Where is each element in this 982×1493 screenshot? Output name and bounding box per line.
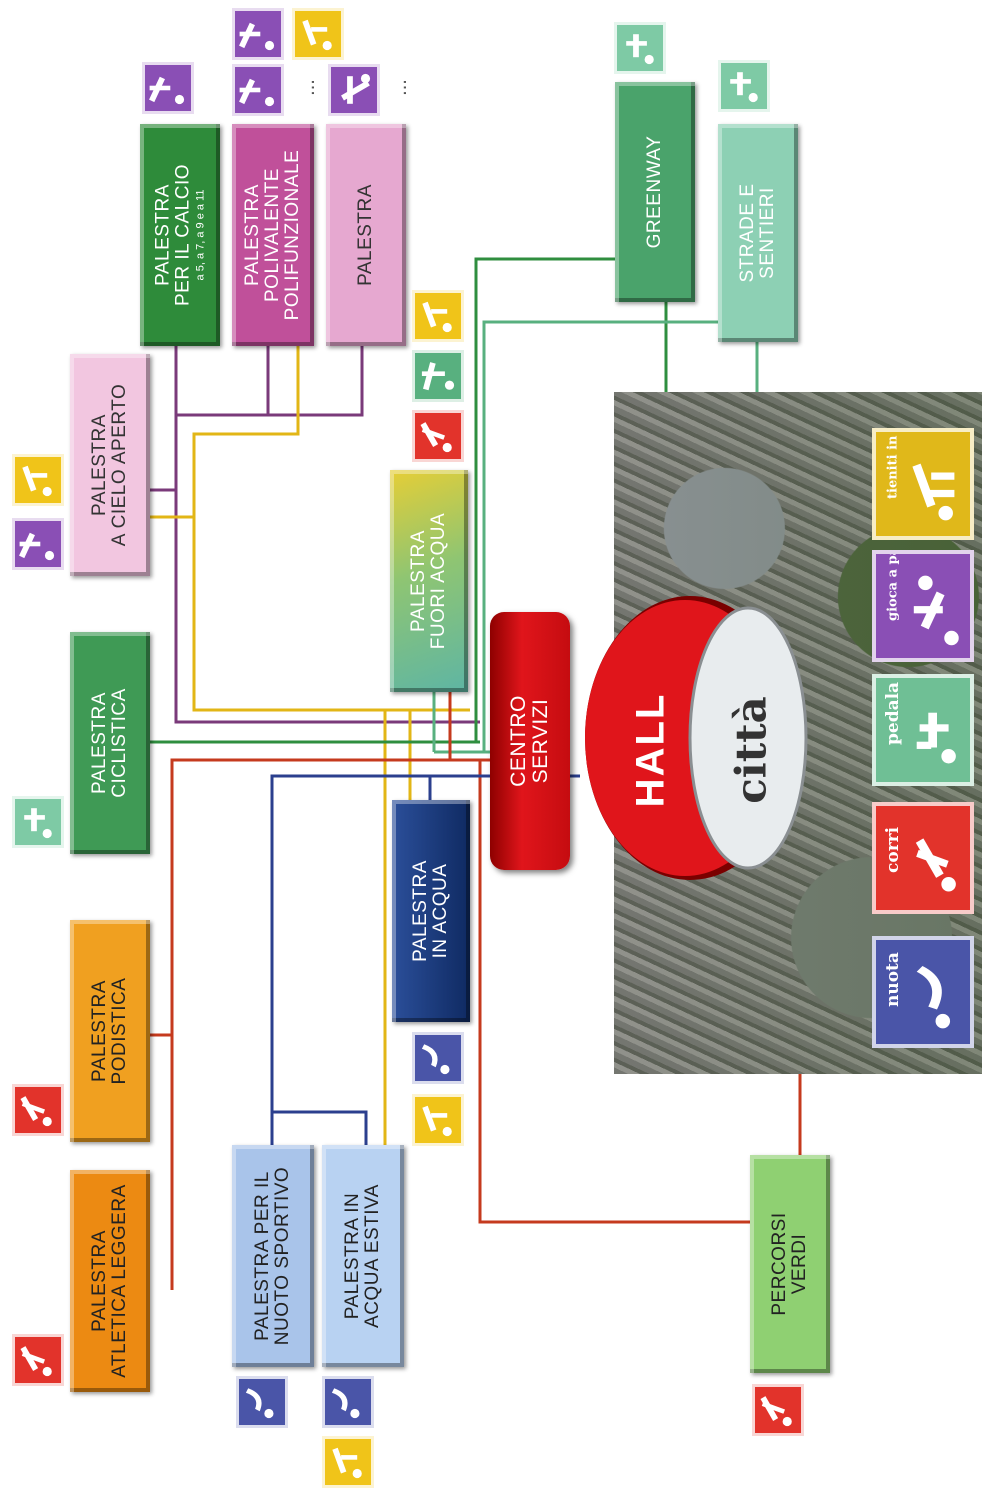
- fitness-icon: [322, 1436, 374, 1488]
- yellow-connectors: [150, 345, 470, 1145]
- centro-servizi-box: CENTRO SERVIZI: [490, 612, 570, 870]
- palestra-ciclistica-box: PALESTRA CICLISTICA: [70, 632, 150, 854]
- calcio-sublabel: a 5, a 7, a 9 e a 11: [194, 189, 207, 281]
- greenway-box: GREENWAY: [615, 82, 695, 302]
- cyclist-icon: [614, 22, 666, 74]
- hall-dome: [585, 596, 808, 880]
- tile-tieniti-in-forma: tieniti in forma: [872, 428, 974, 540]
- percorsi-label: PERCORSI VERDI: [769, 1212, 810, 1316]
- palestra-in-acqua-box: PALESTRA IN ACQUA: [392, 800, 470, 1022]
- palestra-polivalente-box: PALESTRA POLIVALENTE POLIFUNZIONALE: [232, 124, 314, 346]
- swimmer-icon: [412, 1032, 464, 1084]
- skater-icon: [412, 350, 464, 402]
- ball-player-icon: [142, 62, 194, 114]
- tile-corri: corri: [872, 802, 974, 914]
- fitness-icon: [292, 8, 344, 60]
- podistica-label: PALESTRA PODISTICA: [89, 977, 130, 1085]
- tile-nuota-label: nuota: [883, 952, 903, 1007]
- tile-gioca-label: gioca a palla: [885, 550, 901, 621]
- cyclist-icon: [916, 712, 956, 764]
- blue-connectors: [270, 774, 580, 1145]
- cyclist-icon: [12, 796, 64, 848]
- tile-tieniti-label: tieniti in forma: [885, 428, 901, 499]
- citta-label: città: [726, 696, 776, 804]
- in-acqua-label: PALESTRA IN ACQUA: [410, 860, 451, 962]
- runner-icon: [412, 410, 464, 462]
- green-connectors: [150, 257, 668, 744]
- palestra-cielo-aperto-box: PALESTRA A CIELO APERTO: [70, 354, 150, 576]
- tile-pedala-label: pedala: [883, 681, 903, 745]
- tile-nuota: nuota: [872, 936, 974, 1048]
- hall-label: HALL: [628, 692, 673, 808]
- palestra-nuoto-sportivo-box: PALESTRA PER IL NUOTO SPORTIVO: [232, 1145, 314, 1367]
- calcio-label: PALESTRA PER IL CALCIO: [152, 163, 194, 307]
- fitness-icon: [912, 463, 955, 521]
- atletica-label: PALESTRA ATLETICA LEGGERA: [89, 1184, 130, 1378]
- swimmer-icon: [916, 966, 951, 1029]
- tile-pedala: pedala: [872, 674, 974, 786]
- palestra-box: PALESTRA: [326, 124, 406, 346]
- ciclistica-label: PALESTRA CICLISTICA: [89, 688, 130, 798]
- mint-connectors: [432, 320, 759, 754]
- fuori-acqua-label: PALESTRA FUORI ACQUA: [408, 512, 449, 650]
- runner-icon: [915, 838, 956, 892]
- strade-sentieri-box: STRADE E SENTIERI: [718, 124, 798, 342]
- ball-player-icon: [232, 8, 284, 60]
- fitness-icon: [12, 454, 64, 506]
- cyclist-icon: [718, 60, 770, 112]
- more-ellipsis: ...: [388, 79, 411, 96]
- polivalente-label: PALESTRA POLIVALENTE POLIFUNZIONALE: [242, 149, 303, 321]
- palestra-fuori-acqua-box: PALESTRA FUORI ACQUA: [390, 470, 468, 692]
- gymnast-icon: [328, 64, 380, 116]
- tile-corri-label: corri: [883, 826, 903, 873]
- runner-icon: [752, 1384, 804, 1436]
- percorsi-verdi-box: PERCORSI VERDI: [750, 1155, 830, 1373]
- palestra-acqua-estiva-box: PALESTRA IN ACQUA ESTIVA: [322, 1145, 404, 1367]
- more-ellipsis: ...: [296, 79, 319, 96]
- palestra-atletica-box: PALESTRA ATLETICA LEGGERA: [70, 1170, 150, 1392]
- ball-player-icon: [232, 64, 284, 116]
- runner-icon: [12, 1084, 64, 1136]
- cielo-aperto-label: PALESTRA A CIELO APERTO: [89, 383, 130, 547]
- red-connectors: [150, 690, 802, 1290]
- swimmer-icon: [322, 1376, 374, 1428]
- nuoto-sportivo-label: PALESTRA PER IL NUOTO SPORTIVO: [252, 1166, 293, 1346]
- ball-player-icon: [913, 575, 959, 646]
- acqua-estiva-label: PALESTRA IN ACQUA ESTIVA: [342, 1184, 383, 1328]
- centro-servizi-label: CENTRO SERVIZI: [507, 695, 552, 787]
- fitness-icon: [412, 1094, 464, 1146]
- ball-player-icon: [12, 518, 64, 570]
- greenway-label: GREENWAY: [644, 135, 665, 249]
- fitness-icon: [412, 290, 464, 342]
- runner-icon: [12, 1334, 64, 1386]
- swimmer-icon: [236, 1376, 288, 1428]
- palestra-podistica-box: PALESTRA PODISTICA: [70, 920, 150, 1142]
- tile-gioca-a-palla: gioca a palla: [872, 550, 974, 662]
- palestra-label: PALESTRA: [355, 184, 376, 286]
- strade-label: STRADE E SENTIERI: [737, 183, 778, 283]
